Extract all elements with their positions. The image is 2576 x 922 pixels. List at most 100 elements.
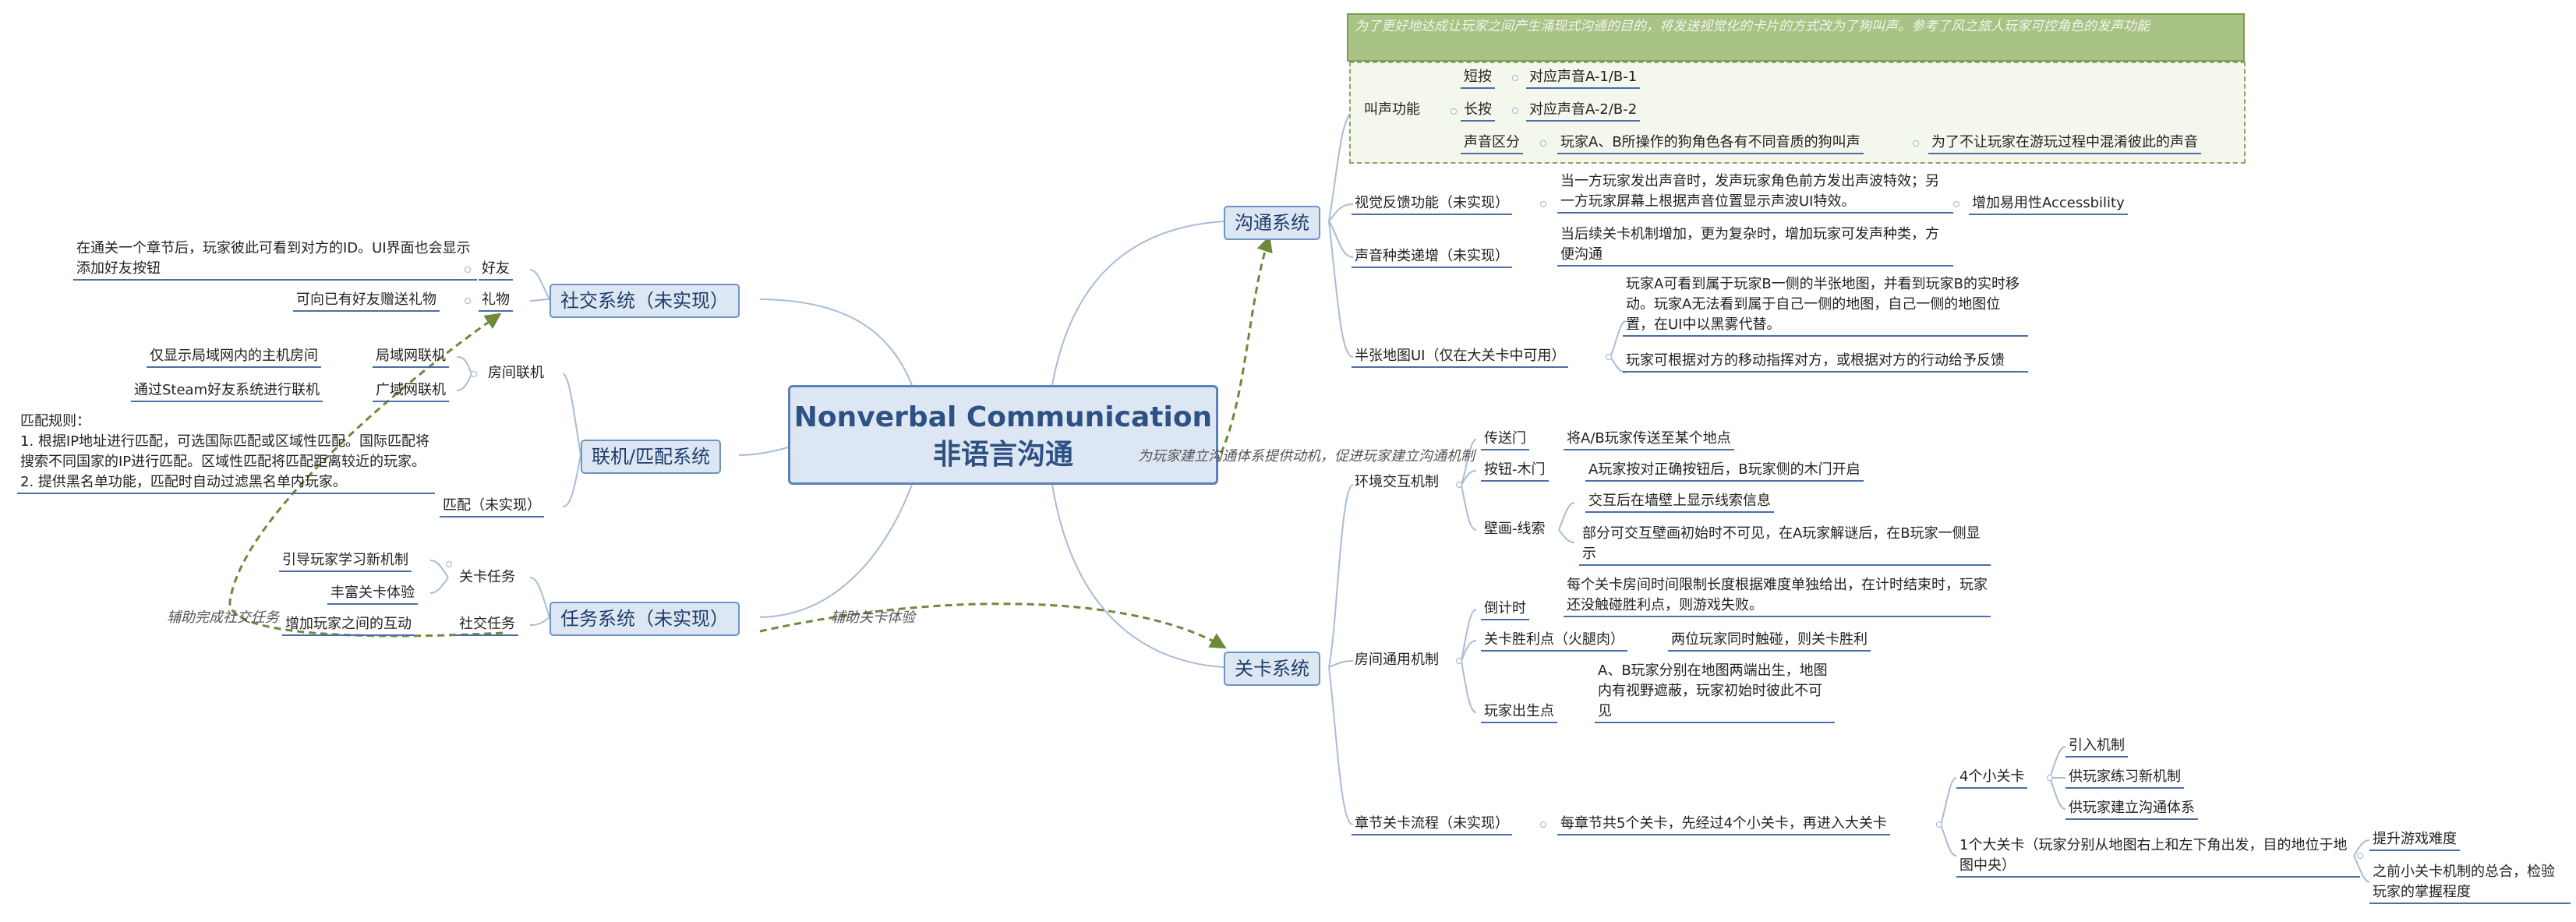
connector-dot bbox=[1540, 821, 1546, 828]
topic-mural-desc1[interactable]: 交互后在墙壁上显示线索信息 bbox=[1585, 491, 1774, 513]
topic-match[interactable]: 匹配（未实现） bbox=[440, 496, 544, 518]
link-comm-visual bbox=[1328, 203, 1354, 222]
topic-small-levels[interactable]: 4个小关卡 bbox=[1956, 767, 2028, 789]
topic-level-task-1[interactable]: 引导玩家学习新机制 bbox=[279, 550, 412, 572]
topic-small-item-3[interactable]: 供玩家建立沟通体系 bbox=[2065, 798, 2198, 820]
central-title-en: Nonverbal Communication bbox=[793, 401, 1213, 433]
connector-dot bbox=[465, 267, 471, 273]
branch-matching[interactable]: 联机/匹配系统 bbox=[581, 440, 722, 474]
bark-group-boundary bbox=[1349, 62, 2246, 164]
relation-tasks-to-social bbox=[228, 313, 504, 638]
topic-bark-distinct-purpose[interactable]: 为了不让玩家在游玩过程中混淆彼此的声音 bbox=[1928, 132, 2201, 154]
topic-flow[interactable]: 章节关卡流程（未实现） bbox=[1352, 814, 1512, 835]
topic-sound-variety-desc[interactable]: 当后续关卡机制增加，更为复杂时，增加玩家可发声种类，方便沟通 bbox=[1557, 224, 1953, 267]
topic-big-level[interactable]: 1个大关卡（玩家分别从地图右上和左下角出发，目的地位于地图中央） bbox=[1956, 835, 2360, 878]
connector-dot bbox=[1540, 201, 1546, 207]
topic-match-rules[interactable]: 匹配规则： 1. 根据IP地址进行匹配，可选国际匹配或区域性匹配。国际匹配将搜索… bbox=[17, 412, 435, 494]
link-level-env bbox=[1328, 484, 1354, 668]
topic-bark-short[interactable]: 短按 bbox=[1461, 67, 1495, 89]
connector-dot bbox=[1936, 821, 1942, 828]
topic-small-item-1[interactable]: 引入机制 bbox=[2065, 736, 2128, 758]
topic-button-door-desc[interactable]: A玩家按对正确按钮后，B玩家侧的木门开启 bbox=[1585, 460, 1864, 482]
connector-dot bbox=[1953, 201, 1959, 207]
topic-social-task[interactable]: 社交任务 bbox=[456, 614, 518, 636]
topic-visual-feedback-desc[interactable]: 当一方玩家发出声音时，发声玩家角色前方发出声波特效；另一方玩家屏幕上根据声音位置… bbox=[1557, 171, 1953, 214]
link-center-level bbox=[1051, 484, 1224, 668]
connector-dot bbox=[465, 298, 471, 304]
topic-bark[interactable]: 叫声功能 bbox=[1364, 101, 1420, 118]
topic-half-map[interactable]: 半张地图UI（仅在大关卡中可用） bbox=[1352, 346, 1569, 368]
topic-timer-desc[interactable]: 每个关卡房间时间限制长度根据难度单独给出，在计时结束时，玩家还没触碰胜利点，则游… bbox=[1564, 575, 1991, 617]
topic-friend[interactable]: 好友 bbox=[479, 259, 513, 281]
link-level-general bbox=[1328, 660, 1354, 668]
topic-big-item-2[interactable]: 之前小关卡机制的总合，检验玩家的掌握程度 bbox=[2369, 862, 2571, 904]
link-center-match bbox=[738, 447, 789, 456]
topic-bark-long-desc[interactable]: 对应声音A-2/B-2 bbox=[1526, 100, 1641, 122]
branch-communication[interactable]: 沟通系统 bbox=[1224, 206, 1320, 240]
topic-bark-short-desc[interactable]: 对应声音A-1/B-1 bbox=[1526, 67, 1641, 89]
connector-dot bbox=[1456, 482, 1462, 488]
connector-dot bbox=[1540, 140, 1546, 147]
topic-spawn-desc[interactable]: A、B玩家分别在地图两端出生，地图内有视野遮蔽，玩家初始时彼此不可见 bbox=[1595, 661, 1835, 723]
topic-level-task[interactable]: 关卡任务 bbox=[459, 569, 515, 585]
topic-bark-distinct[interactable]: 声音区分 bbox=[1461, 132, 1523, 154]
topic-social-task-1[interactable]: 增加玩家之间的互动 bbox=[282, 614, 415, 636]
topic-portal[interactable]: 传送门 bbox=[1481, 429, 1529, 450]
topic-portal-desc[interactable]: 将A/B玩家传送至某个地点 bbox=[1564, 429, 1734, 450]
relation-tasks-to-level bbox=[759, 602, 1227, 649]
branch-level[interactable]: 关卡系统 bbox=[1224, 652, 1320, 686]
topic-env[interactable]: 环境交互机制 bbox=[1355, 474, 1439, 490]
connector-dot bbox=[1606, 354, 1612, 360]
topic-half-map-desc1[interactable]: 玩家A可看到属于玩家B一侧的半张地图，并看到玩家B的实时移动。玩家A无法看到属于… bbox=[1623, 274, 2028, 337]
link-comm-bark bbox=[1328, 110, 1354, 222]
topic-victory[interactable]: 关卡胜利点（火腿肉） bbox=[1481, 630, 1627, 652]
topic-visual-feedback-purpose[interactable]: 增加易用性Accessbility bbox=[1969, 193, 2128, 215]
connector-dot bbox=[2357, 853, 2363, 859]
link-center-comm bbox=[1051, 221, 1224, 386]
topic-wan-desc[interactable]: 通过Steam好友系统进行联机 bbox=[131, 380, 323, 402]
branch-social[interactable]: 社交系统（未实现） bbox=[549, 284, 740, 318]
topic-gift-desc[interactable]: 可向已有好友赠送礼物 bbox=[293, 290, 440, 312]
comm-note-callout: 为了更好地达成让玩家之间产生涌现式沟通的目的，将发送视觉化的卡片的方式改为了狗叫… bbox=[1347, 13, 2245, 62]
topic-lan-desc[interactable]: 仅显示局域网内的主机房间 bbox=[147, 346, 321, 368]
topic-wan[interactable]: 广域网联机 bbox=[373, 380, 449, 402]
topic-bark-long[interactable]: 长按 bbox=[1461, 100, 1495, 122]
connector-dot bbox=[471, 371, 477, 377]
topic-general[interactable]: 房间通用机制 bbox=[1355, 652, 1439, 668]
topic-small-item-2[interactable]: 供玩家练习新机制 bbox=[2065, 767, 2184, 789]
topic-half-map-desc2[interactable]: 玩家可根据对方的移动指挥对方，或根据对方的行动给予反馈 bbox=[1623, 351, 2028, 373]
connector-dot bbox=[1451, 108, 1457, 115]
topic-gift[interactable]: 礼物 bbox=[479, 290, 513, 312]
relation-label-center-comm: 为玩家建立沟通体系提供动机，促进玩家建立沟通机制 bbox=[1138, 448, 1475, 465]
branch-tasks[interactable]: 任务系统（未实现） bbox=[549, 602, 740, 636]
link-comm-variety bbox=[1328, 221, 1354, 258]
topic-mural-desc2[interactable]: 部分可交互壁画初始时不可见，在A玩家解谜后，在B玩家一侧显示 bbox=[1579, 524, 1991, 566]
central-title-zh: 非语言沟通 bbox=[932, 439, 1073, 471]
topic-lan[interactable]: 局域网联机 bbox=[373, 346, 449, 368]
relation-label-tasks-level: 辅助关卡体验 bbox=[831, 609, 915, 626]
connector-dot bbox=[1512, 75, 1518, 81]
topic-button-door[interactable]: 按钮-木门 bbox=[1481, 460, 1549, 482]
topic-friend-desc[interactable]: 在通关一个章节后，玩家彼此可看到对方的ID。UI界面也会显示添加好友按钮 bbox=[73, 238, 477, 281]
connector-dot bbox=[1913, 140, 1919, 147]
connector-dot bbox=[446, 561, 452, 567]
topic-spawn[interactable]: 玩家出生点 bbox=[1481, 701, 1557, 723]
link-center-tasks bbox=[759, 484, 913, 618]
topic-bark-distinct-desc[interactable]: 玩家A、B所操作的狗角色各有不同音质的狗叫声 bbox=[1557, 132, 1864, 154]
link-level-flow bbox=[1328, 666, 1354, 825]
topic-victory-desc[interactable]: 两位玩家同时触碰，则关卡胜利 bbox=[1668, 630, 1871, 652]
topic-room[interactable]: 房间联机 bbox=[488, 365, 544, 381]
link-comm-halfmap bbox=[1328, 221, 1354, 358]
topic-big-item-1[interactable]: 提升游戏难度 bbox=[2369, 829, 2460, 851]
topic-visual-feedback[interactable]: 视觉反馈功能（未实现） bbox=[1352, 193, 1512, 215]
topic-flow-desc[interactable]: 每章节共5个关卡，先经过4个小关卡，再进入大关卡 bbox=[1557, 814, 1890, 835]
relation-center-to-comm bbox=[1214, 235, 1273, 465]
relation-label-tasks-social: 辅助完成社交任务 bbox=[167, 609, 279, 626]
topic-level-task-2[interactable]: 丰富关卡体验 bbox=[327, 583, 418, 605]
topic-sound-variety[interactable]: 声音种类递增（未实现） bbox=[1352, 246, 1512, 268]
connector-dot bbox=[1456, 658, 1462, 664]
central-topic[interactable]: Nonverbal Communication 非语言沟通 bbox=[788, 385, 1218, 485]
topic-mural[interactable]: 壁画-线索 bbox=[1484, 521, 1546, 537]
topic-timer[interactable]: 倒计时 bbox=[1481, 599, 1529, 620]
